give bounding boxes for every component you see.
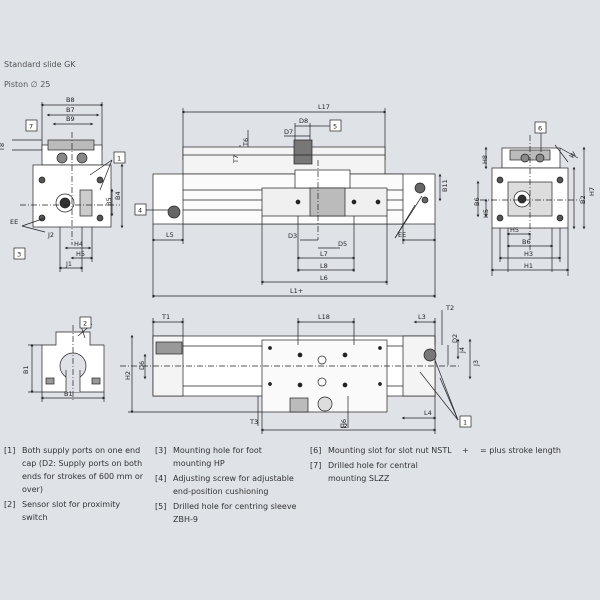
profile-section-labels: B1 B1 — [22, 365, 73, 398]
callout-7: 7 — [25, 119, 38, 132]
notes-column-4: += plus stroke length — [462, 444, 590, 459]
svg-text:H6: H6 — [340, 419, 348, 428]
end-view-left-labels: B8 B7 B9 T8 H4 H5 J1 J2 EE B5 B4 — [0, 96, 122, 268]
note-plus: += plus stroke length — [462, 446, 561, 455]
svg-text:2: 2 — [83, 320, 87, 328]
notes-column-3: [6]Mounting slot for slot nut NSTL [7]Dr… — [310, 444, 453, 487]
svg-text:H1: H1 — [524, 262, 533, 270]
svg-text:T7: T7 — [232, 155, 240, 164]
callout-1-lower: 1 — [459, 415, 472, 428]
callout-2: 2 — [79, 316, 92, 329]
svg-text:EE: EE — [10, 218, 18, 226]
callout-4: 4 — [134, 203, 147, 216]
svg-text:L6: L6 — [320, 274, 328, 282]
notes-column-2: [3]Mounting hole for foot mounting HP [4… — [155, 444, 298, 528]
svg-text:H5: H5 — [510, 226, 519, 234]
svg-text:W: W — [568, 150, 579, 161]
end-view-left — [12, 102, 124, 272]
section-title: Standard slide GK — [4, 60, 76, 69]
svg-text:B1: B1 — [64, 390, 73, 398]
svg-text:B4: B4 — [114, 191, 122, 200]
svg-text:T2: T2 — [445, 304, 454, 312]
svg-text:D2: D2 — [451, 334, 459, 343]
svg-text:H3: H3 — [524, 250, 533, 258]
callout-5: 5 — [329, 119, 342, 132]
svg-text:EE: EE — [398, 231, 406, 239]
svg-text:L1+: L1+ — [290, 287, 303, 295]
svg-text:7: 7 — [29, 123, 33, 131]
svg-text:B5: B5 — [105, 197, 113, 206]
svg-text:L4: L4 — [424, 409, 432, 417]
top-view — [77, 310, 472, 434]
note-2: [2]Sensor slot for proximity switch — [4, 500, 121, 522]
svg-text:D5: D5 — [338, 240, 347, 248]
note-5: [5]Drilled hole for centring sleeve ZBH-… — [155, 502, 297, 524]
svg-text:H2: H2 — [124, 371, 132, 380]
svg-text:1: 1 — [463, 419, 467, 427]
svg-text:L5: L5 — [166, 231, 174, 239]
svg-text:J4: J4 — [458, 347, 466, 354]
note-1: [1]Both supply ports on one end cap (D2:… — [4, 446, 143, 494]
svg-text:T8: T8 — [0, 143, 6, 152]
svg-text:D3: D3 — [288, 232, 297, 240]
svg-text:H5: H5 — [76, 250, 85, 258]
svg-text:T6: T6 — [242, 138, 250, 147]
svg-text:H8: H8 — [481, 155, 489, 164]
note-4: [4]Adjusting screw for adjustable end-po… — [155, 474, 294, 496]
svg-text:B6: B6 — [473, 197, 481, 206]
notes-column-1: [1]Both supply ports on one end cap (D2:… — [4, 444, 147, 526]
svg-text:6: 6 — [538, 125, 542, 133]
svg-text:D8: D8 — [299, 117, 308, 125]
svg-text:D7: D7 — [284, 128, 293, 136]
svg-text:T3: T3 — [249, 418, 258, 426]
profile-section-view — [28, 322, 106, 402]
svg-text:4: 4 — [138, 207, 142, 215]
svg-text:J2: J2 — [47, 231, 54, 239]
svg-text:T1: T1 — [161, 313, 170, 321]
svg-text:B9: B9 — [66, 115, 75, 123]
svg-text:H5: H5 — [482, 209, 490, 218]
svg-text:H4: H4 — [74, 240, 83, 248]
svg-text:L8: L8 — [320, 262, 328, 270]
svg-text:B8: B8 — [66, 96, 75, 104]
svg-text:B6: B6 — [522, 238, 531, 246]
technical-drawing: B8 B7 B9 T8 H4 H5 J1 J2 EE B5 B4 — [0, 96, 596, 434]
end-view-right-labels: H8 W B2 H7 B6 H5 H5 B6 H3 H1 — [473, 150, 596, 270]
svg-text:J3: J3 — [472, 360, 480, 367]
svg-text:L18: L18 — [318, 313, 330, 321]
svg-text:B2: B2 — [579, 195, 587, 204]
note-3: [3]Mounting hole for foot mounting HP — [155, 446, 262, 468]
svg-text:3: 3 — [17, 251, 21, 259]
svg-text:D6: D6 — [138, 361, 146, 370]
svg-text:L3: L3 — [418, 313, 426, 321]
svg-text:J1: J1 — [65, 260, 72, 268]
end-view-right — [476, 133, 586, 276]
svg-text:L17: L17 — [318, 103, 330, 111]
callout-3: 3 — [13, 247, 26, 260]
callout-6: 6 — [534, 121, 547, 134]
svg-text:H7: H7 — [588, 187, 596, 196]
callout-boxes: 7 1 3 5 4 6 2 1 — [13, 119, 547, 428]
front-view-labels: L17 D8 D7 T6 T7 B11 D3 D5 L5 EE L7 L8 L6… — [166, 103, 449, 295]
svg-text:1: 1 — [117, 155, 121, 163]
callout-1: 1 — [113, 151, 126, 164]
front-view — [146, 108, 442, 298]
svg-text:5: 5 — [333, 123, 337, 131]
note-7: [7]Drilled hole for central mounting SLZ… — [310, 461, 418, 483]
piston-size: Piston ∅ 25 — [4, 80, 51, 89]
svg-text:L7: L7 — [320, 250, 328, 258]
top-view-labels: T1 D6 H2 T3 H6 L2 L18 T2 L3 D2 J4 J3 L4 — [124, 304, 480, 430]
svg-text:L2: L2 — [340, 422, 348, 430]
svg-text:B11: B11 — [441, 179, 449, 192]
svg-text:B1: B1 — [22, 365, 30, 374]
svg-text:B7: B7 — [66, 106, 75, 114]
note-6: [6]Mounting slot for slot nut NSTL — [310, 446, 452, 455]
